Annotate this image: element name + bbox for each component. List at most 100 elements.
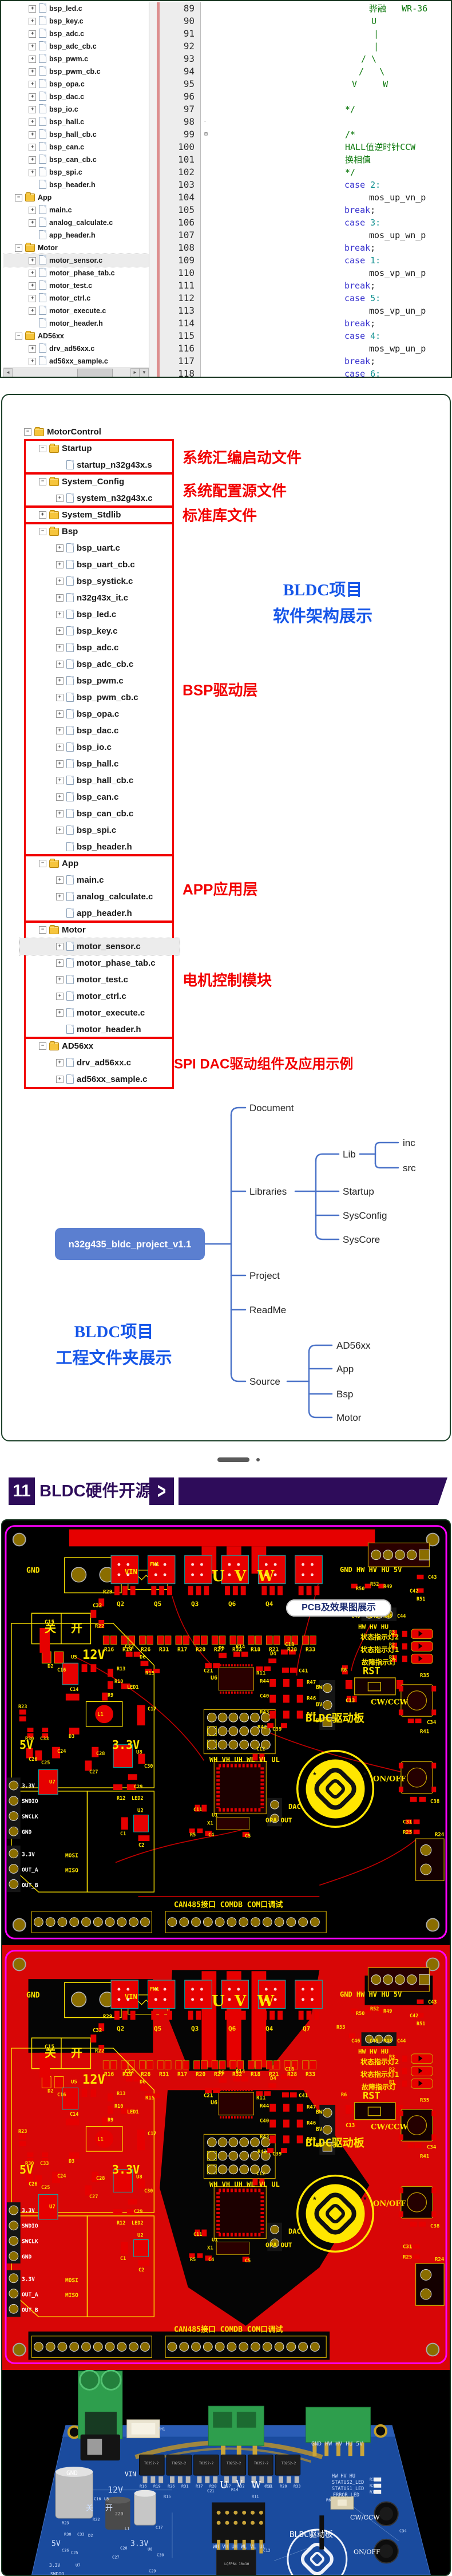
fold-marker-icon[interactable] (201, 305, 211, 317)
tree-item[interactable]: − App (19, 855, 180, 872)
tree-item[interactable]: + bsp_dac.c (19, 722, 180, 739)
tree-item[interactable]: + bsp_hall_cb.c (19, 772, 180, 789)
tree-item[interactable]: + bsp_adc_cb.c (3, 40, 149, 53)
expand-toggle-icon[interactable]: − (15, 332, 22, 340)
tree-item[interactable]: + bsp_pwm.c (3, 53, 149, 65)
tree-item[interactable]: + motor_test.c (3, 279, 149, 292)
tree-item[interactable]: + bsp_uart_cb.c (19, 556, 180, 573)
tree-item[interactable]: + bsp_key.c (19, 623, 180, 639)
tree-item[interactable]: + bsp_adc_cb.c (19, 656, 180, 673)
fold-marker-icon[interactable] (201, 179, 211, 191)
tree-item[interactable]: + bsp_can_cb.c (3, 153, 149, 166)
expand-toggle-icon[interactable]: + (56, 876, 64, 884)
tree-item[interactable]: + bsp_systick.c (19, 573, 180, 590)
fold-marker-icon[interactable] (201, 90, 211, 103)
tree-item[interactable]: motor_header.h (3, 317, 149, 330)
expand-toggle-icon[interactable]: + (56, 1076, 64, 1083)
expand-toggle-icon[interactable]: + (56, 744, 64, 751)
fold-marker-icon[interactable] (201, 342, 211, 355)
expand-toggle-icon[interactable]: + (29, 219, 36, 227)
expand-toggle-icon[interactable]: − (24, 428, 31, 436)
tree-item[interactable]: + motor_phase_tab.c (3, 267, 149, 279)
tree-item[interactable]: + bsp_key.c (3, 15, 149, 27)
tree-item[interactable]: + System_Stdlib (19, 507, 180, 523)
expand-toggle-icon[interactable]: + (29, 17, 36, 25)
tree-item[interactable]: + bsp_adc.c (19, 639, 180, 656)
tree-item[interactable]: + motor_sensor.c (19, 938, 180, 955)
tree-item[interactable]: − Startup (19, 440, 180, 457)
tree-item[interactable]: − App (3, 191, 149, 204)
tree-item[interactable]: + bsp_spi.c (3, 166, 149, 179)
tree-item[interactable]: − System_Config (19, 473, 180, 490)
expand-toggle-icon[interactable]: + (56, 993, 64, 1000)
expand-toggle-icon[interactable]: + (29, 5, 36, 13)
expand-toggle-icon[interactable]: + (56, 677, 64, 685)
expand-toggle-icon[interactable]: + (56, 1059, 64, 1066)
tree-item[interactable]: + bsp_can.c (3, 141, 149, 153)
tree-item[interactable]: + bsp_uart.c (19, 540, 180, 556)
scroll-right-icon[interactable]: ► (130, 368, 140, 377)
expand-toggle-icon[interactable]: + (29, 143, 36, 151)
tree-item[interactable]: + motor_ctrl.c (19, 988, 180, 1005)
tree-item[interactable]: + bsp_pwm_cb.c (19, 689, 180, 706)
tree-item[interactable]: + bsp_spi.c (19, 822, 180, 839)
expand-toggle-icon[interactable]: + (39, 511, 46, 519)
tree-item[interactable]: + bsp_opa.c (3, 78, 149, 90)
tree-item[interactable]: + bsp_hall.c (19, 756, 180, 772)
fold-marker-icon[interactable] (201, 317, 211, 330)
tree-item[interactable]: − AD56xx (19, 1038, 180, 1054)
tree-item[interactable]: + analog_calculate.c (19, 888, 180, 905)
scroll-left-icon[interactable]: ◄ (3, 368, 13, 377)
tree-item[interactable]: + bsp_hall_cb.c (3, 128, 149, 141)
tree-item[interactable]: + bsp_pwm.c (19, 673, 180, 689)
fold-marker-icon[interactable] (201, 166, 211, 179)
fold-marker-icon[interactable] (201, 242, 211, 254)
fold-marker-icon[interactable] (201, 355, 211, 368)
scroll-track[interactable] (13, 368, 130, 377)
tree-item[interactable]: + motor_execute.c (19, 1005, 180, 1021)
fold-marker-icon[interactable] (201, 229, 211, 242)
tree-item[interactable]: + bsp_hall.c (3, 116, 149, 128)
expand-toggle-icon[interactable]: + (56, 793, 64, 801)
tree-item[interactable]: + motor_ctrl.c (3, 292, 149, 305)
tree-item[interactable]: + motor_sensor.c (3, 254, 149, 267)
expand-toggle-icon[interactable]: + (29, 357, 36, 365)
expand-toggle-icon[interactable]: + (29, 42, 36, 50)
fold-marker-icon[interactable] (201, 279, 211, 292)
expand-toggle-icon[interactable]: + (56, 1009, 64, 1017)
tree-item[interactable]: + analog_calculate.c (3, 216, 149, 229)
expand-toggle-icon[interactable]: + (56, 561, 64, 568)
tree-item[interactable]: + main.c (19, 872, 180, 888)
tree-item[interactable]: startup_n32g43x.s (19, 457, 180, 473)
fold-marker-icon[interactable] (201, 141, 211, 153)
tree-item[interactable]: motor_header.h (19, 1021, 180, 1038)
expand-toggle-icon[interactable]: + (29, 294, 36, 302)
expand-toggle-icon[interactable]: − (39, 926, 46, 934)
fold-marker-icon[interactable] (201, 204, 211, 216)
expand-toggle-icon[interactable]: + (56, 727, 64, 734)
tree-item[interactable]: + bsp_pwm_cb.c (3, 65, 149, 78)
expand-toggle-icon[interactable]: + (29, 282, 36, 290)
expand-toggle-icon[interactable]: + (29, 269, 36, 277)
tree-item[interactable]: app_header.h (19, 905, 180, 922)
expand-toggle-icon[interactable]: + (29, 206, 36, 214)
fold-marker-icon[interactable] (201, 330, 211, 342)
fold-marker-icon[interactable] (201, 27, 211, 40)
fold-marker-icon[interactable] (201, 40, 211, 53)
fold-marker-icon[interactable] (201, 153, 211, 166)
expand-toggle-icon[interactable]: + (56, 694, 64, 701)
expand-toggle-icon[interactable]: + (29, 93, 36, 101)
expand-toggle-icon[interactable]: + (29, 307, 36, 315)
expand-toggle-icon[interactable]: + (29, 168, 36, 176)
fold-marker-icon[interactable] (201, 254, 211, 267)
fold-marker-icon[interactable] (201, 2, 211, 15)
tree-item[interactable]: + bsp_opa.c (19, 706, 180, 722)
expand-toggle-icon[interactable]: + (56, 544, 64, 552)
fold-marker-icon[interactable] (201, 368, 211, 377)
tree-item[interactable]: − AD56xx (3, 330, 149, 342)
tree-item[interactable]: + n32g43x_it.c (19, 590, 180, 606)
expand-toggle-icon[interactable]: + (56, 777, 64, 784)
expand-toggle-icon[interactable]: + (56, 594, 64, 602)
expand-toggle-icon[interactable]: + (29, 156, 36, 164)
tree-item[interactable]: bsp_header.h (3, 179, 149, 191)
